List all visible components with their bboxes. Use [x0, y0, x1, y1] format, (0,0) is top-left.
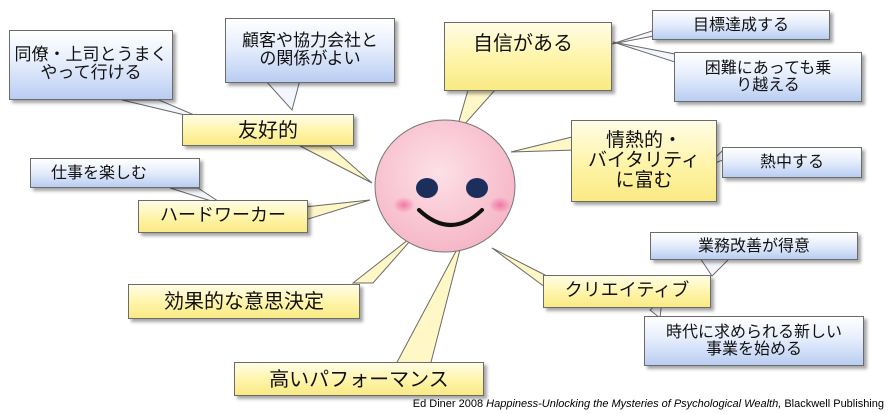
node-nechu-text: 熱中する: [759, 152, 824, 172]
node-mokuhyo-text: 目標達成する: [692, 14, 789, 34]
node-gyomu: 業務改善が得意: [650, 232, 858, 260]
node-takai: 高いパフォーマンス: [234, 362, 484, 396]
node-yukoteki: 友好的: [182, 114, 354, 146]
node-jidai: 時代に求められる新しい 事業を始める: [644, 316, 864, 366]
node-shigoto-text: 仕事を楽しむ: [51, 162, 148, 182]
node-doryo-line-1: 同僚・上司とうまく: [14, 45, 168, 66]
right-cheek: [489, 197, 511, 213]
node-nechu: 熱中する: [722, 147, 862, 178]
node-gyomu-text: 業務改善が得意: [697, 235, 810, 255]
node-jonetsu-line-2: バイタリティ: [587, 149, 701, 172]
citation-author: Ed Diner 2008: [412, 398, 484, 410]
node-shigoto: 仕事を楽しむ: [30, 158, 200, 188]
citation: Ed Diner 2008 Happiness-Unlocking the My…: [413, 398, 884, 410]
node-kokateki: 効果的な意思決定: [128, 284, 360, 319]
right-eye: [466, 178, 488, 198]
node-konnan: 困難にあっても乗 り越える: [674, 52, 862, 102]
node-jidai-line-2: 事業を始める: [705, 339, 802, 358]
node-takai-text: 高いパフォーマンス: [269, 366, 449, 391]
connector-takai: [394, 237, 464, 367]
node-mokuhyo: 目標達成する: [652, 10, 830, 40]
citation-title: Happiness-Unlocking the Mysteries of Psy…: [486, 398, 782, 410]
node-creative-text: クリエイティブ: [564, 280, 690, 302]
node-jonetsu: 情熱的・ バイタリティ に富む: [571, 120, 717, 202]
node-kokyaku-text: 顧客や協力会社と の関係がよい: [242, 30, 378, 69]
node-konnan-line-1: 困難にあっても乗: [704, 58, 832, 78]
connector-hardworker: [304, 199, 371, 221]
connector-creative: [491, 247, 550, 292]
node-doryo-text: 同僚・上司とうまく やって行ける: [14, 45, 168, 83]
smiley-face: [374, 119, 516, 253]
node-kokyaku-line-2: の関係がよい: [259, 48, 361, 69]
node-konnan-line-2: り越える: [736, 75, 800, 94]
node-jidai-text: 時代に求められる新しい 事業を始める: [665, 322, 842, 358]
node-kokyaku-line-1: 顧客や協力会社と: [242, 30, 378, 51]
node-konnan-text: 困難にあっても乗 り越える: [704, 58, 832, 94]
face-circle: [374, 119, 516, 253]
node-jonetsu-text: 情熱的・ バイタリティ に富む: [587, 129, 701, 191]
node-jishin: 自信がある: [444, 22, 612, 91]
node-jonetsu-line-3: に富む: [615, 168, 673, 191]
node-yukoteki-text: 友好的: [238, 117, 298, 142]
connector-yukoteki: [299, 145, 373, 184]
left-cheek: [393, 197, 415, 213]
node-jidai-line-1: 時代に求められる新しい: [665, 322, 842, 342]
left-eye: [416, 178, 438, 198]
connector-gyomu: [699, 257, 732, 277]
connector-jonetsu: [510, 136, 577, 153]
citation-publisher: Blackwell Publishing: [784, 398, 884, 410]
node-doryo-line-2: やって行ける: [40, 63, 142, 83]
node-kokateki-text: 効果的な意思決定: [164, 289, 324, 313]
mouth: [417, 208, 484, 227]
node-hardworker-text: ハードワーカー: [160, 205, 286, 227]
node-jonetsu-line-1: 情熱的・: [605, 129, 682, 152]
node-hardworker: ハードワーカー: [138, 200, 308, 233]
connector-kokateki: [351, 231, 419, 284]
connector-kokyaku: [263, 79, 301, 112]
node-kokyaku: 顧客や協力会社と の関係がよい: [225, 18, 395, 83]
node-creative: クリエイティブ: [543, 275, 711, 308]
node-jishin-text: 自信がある: [473, 31, 573, 55]
node-doryo: 同僚・上司とうまく やって行ける: [9, 30, 173, 100]
connectors: [121, 29, 732, 367]
